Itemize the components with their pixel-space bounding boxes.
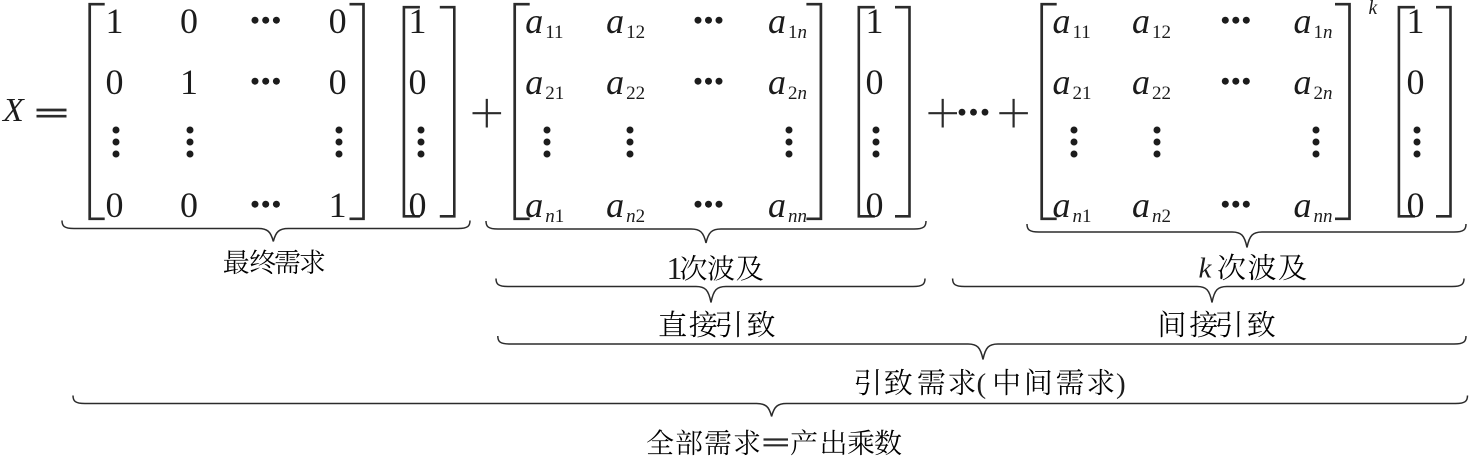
svg-text:0: 0 (106, 62, 124, 102)
svg-text:1: 1 (866, 1, 884, 41)
svg-text:0: 0 (180, 185, 198, 225)
svg-text:0: 0 (866, 185, 884, 225)
svg-text:): ) (1116, 368, 1126, 400)
svg-text:a: a (606, 62, 624, 102)
svg-text:a: a (606, 1, 624, 41)
svg-text:a: a (1053, 62, 1071, 102)
svg-text:k: k (1369, 0, 1378, 19)
svg-text:a: a (1132, 185, 1150, 225)
svg-text:a: a (1132, 1, 1150, 41)
svg-text:1: 1 (1407, 1, 1425, 41)
svg-text:a: a (1294, 1, 1312, 41)
svg-text:a: a (1053, 1, 1071, 41)
svg-text:1: 1 (106, 1, 124, 41)
svg-text:a: a (525, 62, 543, 102)
svg-text:a: a (525, 1, 543, 41)
svg-text:a: a (1053, 185, 1071, 225)
svg-text:a: a (768, 62, 786, 102)
svg-text:12: 12 (1152, 22, 1171, 43)
svg-text:nn: nn (788, 206, 807, 227)
svg-text:0: 0 (409, 62, 427, 102)
svg-text:2n: 2n (788, 83, 807, 104)
svg-text:a: a (768, 1, 786, 41)
svg-text:0: 0 (1407, 62, 1425, 102)
svg-text:0: 0 (329, 1, 347, 41)
svg-text:1: 1 (329, 185, 347, 225)
svg-text:22: 22 (1152, 83, 1171, 104)
svg-text:0: 0 (329, 62, 347, 102)
svg-text:22: 22 (626, 83, 645, 104)
svg-text:1n: 1n (1314, 22, 1333, 43)
svg-text:a: a (606, 185, 624, 225)
svg-text:1: 1 (409, 1, 427, 41)
svg-text:nn: nn (1314, 206, 1333, 227)
svg-text:X: X (1, 92, 25, 129)
svg-text:k: k (1199, 253, 1213, 285)
svg-text:(: ( (977, 368, 987, 400)
svg-text:2n: 2n (1314, 83, 1333, 104)
svg-text:a: a (1294, 62, 1312, 102)
svg-text:21: 21 (545, 83, 564, 104)
svg-text:21: 21 (1073, 83, 1092, 104)
svg-text:a: a (1132, 62, 1150, 102)
svg-text:n2: n2 (1152, 206, 1171, 227)
svg-text:a: a (525, 185, 543, 225)
svg-text:0: 0 (1407, 185, 1425, 225)
svg-text:0: 0 (866, 62, 884, 102)
svg-text:a: a (1294, 185, 1312, 225)
svg-text:11: 11 (1073, 22, 1091, 43)
svg-text:1n: 1n (788, 22, 807, 43)
svg-text:11: 11 (545, 22, 563, 43)
svg-text:0: 0 (409, 185, 427, 225)
svg-text:1: 1 (180, 62, 198, 102)
svg-text:n1: n1 (1073, 206, 1092, 227)
svg-text:0: 0 (180, 1, 198, 41)
svg-text:n2: n2 (626, 206, 645, 227)
svg-text:0: 0 (106, 185, 124, 225)
svg-text:n1: n1 (545, 206, 564, 227)
svg-text:a: a (768, 185, 786, 225)
svg-text:1: 1 (667, 250, 683, 286)
svg-text:12: 12 (626, 22, 645, 43)
